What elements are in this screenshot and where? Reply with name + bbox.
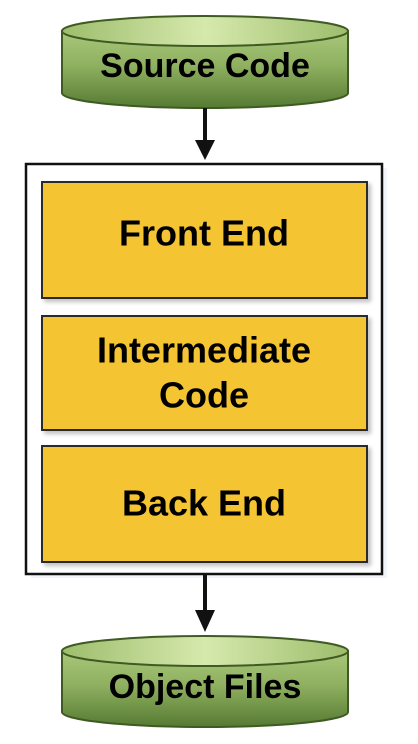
arrow-to-compiler <box>195 108 215 160</box>
intermediate-code-stage: Intermediate Code <box>41 315 368 431</box>
source-code-label: Source Code <box>100 47 310 85</box>
intermediate-code-label-line1: Intermediate <box>97 330 311 371</box>
object-files-label: Object Files <box>109 668 302 706</box>
arrow-to-object-files <box>195 574 215 632</box>
object-files-cylinder: Object Files <box>61 635 349 728</box>
front-end-label: Front End <box>119 213 289 254</box>
intermediate-code-label-line2: Code <box>159 375 249 416</box>
back-end-label: Back End <box>122 483 286 524</box>
front-end-stage: Front End <box>41 181 368 299</box>
source-code-cylinder: Source Code <box>61 15 349 109</box>
back-end-stage: Back End <box>41 445 368 563</box>
